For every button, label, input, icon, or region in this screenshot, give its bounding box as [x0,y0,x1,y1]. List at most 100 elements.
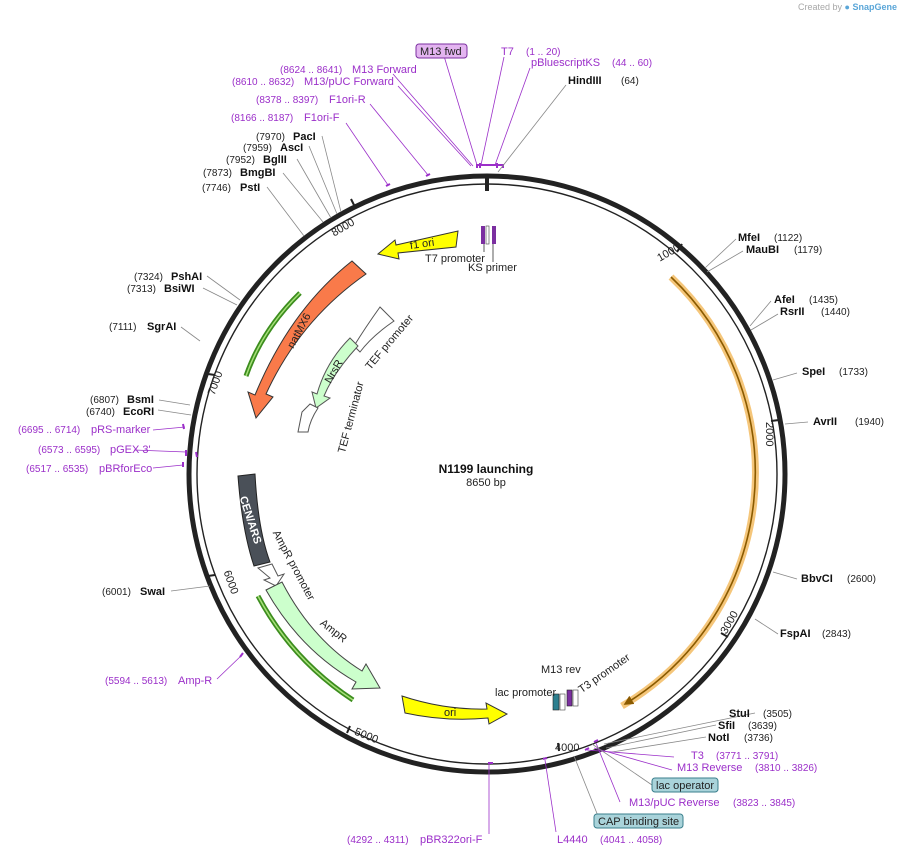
feature-small-2 [485,225,490,245]
enzyme-SwaI-pos: (6001) [102,587,131,598]
feature-green-arc-1-inner [245,292,301,377]
enzyme-StuI-pos: (3505) [763,709,792,720]
enzyme-BbvCI[interactable]: BbvCI [801,573,833,585]
enzyme-BmgBI[interactable]: BmgBI [240,167,275,179]
primer-M13-pUC-Reverse[interactable]: M13/pUC Reverse [629,797,719,809]
primer-pBluescriptKS[interactable]: pBluescriptKS [531,57,600,69]
enzyme-MauBI-pos: (1179) [794,245,822,256]
primer-F1ori-F[interactable]: F1ori-F [304,112,340,124]
feature-f1-ori-label: f1 ori [409,237,435,252]
feature-f1-ori[interactable] [376,230,459,260]
primer-pRS-marker[interactable]: pRS-marker [91,424,151,436]
feature-TEF-promoter[interactable] [353,306,395,353]
primer-M13-pUC-Reverse-range: (3823 .. 3845) [733,798,795,809]
branding-prefix: Created by [797,2,843,12]
primer-pBR322ori-F-range: (4292 .. 4311) [347,835,409,846]
primer-M13-pUC-Forward[interactable]: M13/pUC Forward [304,76,394,88]
enzyme-FspAI[interactable]: FspAI [780,628,811,640]
enzyme-FspAI-pos: (2843) [822,629,851,640]
enzyme-MauBI[interactable]: MauBI [746,244,779,256]
feature-CEN-ARS[interactable] [237,473,271,567]
primer-T7[interactable]: T7 [501,46,514,58]
enzyme-PshAI-pos: (7324) [134,272,163,283]
primer-L4440[interactable]: L4440 [557,834,588,846]
feature-ori[interactable] [401,695,509,725]
enzyme-RsrII-pos: (1440) [821,307,850,318]
primer-pGEX3-range: (6573 .. 6595) [38,445,100,456]
enzyme-BbvCI-pos: (2600) [847,574,876,585]
feature-NrsR-label: NrsR [323,358,346,386]
enzyme-MfeI-pos: (1122) [774,233,802,244]
primer-pBR322ori-F[interactable]: pBR322ori-F [420,834,483,846]
primer-M13-Reverse[interactable]: M13 Reverse [677,762,742,774]
feature-lac-small-4 [572,689,579,707]
enzyme-BsiWI[interactable]: BsiWI [164,283,195,295]
enzyme-PstI[interactable]: PstI [240,182,260,194]
enzyme-BglII[interactable]: BglII [263,154,287,166]
enzyme-SgrAI[interactable]: SgrAI [147,321,176,333]
cap-binding-range: (4041 .. 4058) [600,835,662,846]
snapgene-logo-icon: ● [844,2,850,12]
enzyme-SfiI[interactable]: SfiI [718,720,735,732]
feature-lac-small-2 [559,693,566,711]
feature-AmpR-promoter[interactable] [256,563,286,587]
primer-pBluescriptKS-range: (44 .. 60) [612,58,652,69]
enzyme-AfeI[interactable]: AfeI [774,294,795,306]
primer-pGEX3[interactable]: pGEX 3' [110,444,151,456]
primer-M13-fwd[interactable]: M13 fwd [420,46,462,58]
enzyme-AfeI-pos: (1435) [809,295,838,306]
feature-CAP-binding-site[interactable]: CAP binding site [598,816,679,828]
enzyme-NotI[interactable]: NotI [708,732,729,744]
enzyme-SpeI-pos: (1733) [839,367,868,378]
enzyme-EcoRI[interactable]: EcoRI [123,406,154,418]
tick-label-2000: 2000 [763,422,775,446]
tick-label-4000: 4000 [555,742,579,754]
snapgene-branding: Created by ● SnapGene [798,2,897,12]
enzyme-RsrII[interactable]: RsrII [780,306,804,318]
feature-KS-primer-label: KS primer [468,262,517,274]
enzyme-SwaI[interactable]: SwaI [140,586,165,598]
enzyme-MfeI[interactable]: MfeI [738,232,760,244]
tick-label-1000: 1000 [655,242,682,265]
primer-T7-range: (1 .. 20) [526,47,560,58]
enzyme-PshAI[interactable]: PshAI [171,271,202,283]
feature-lac-operator[interactable]: lac operator [656,780,714,792]
enzyme-SpeI[interactable]: SpeI [802,366,825,378]
feature-T7-promoter-label: T7 promoter [425,253,485,265]
enzyme-SgrAI-pos: (7111) [109,322,136,333]
primer-Amp-R[interactable]: Amp-R [178,675,212,687]
primer-T3[interactable]: T3 [691,750,704,762]
primer-Amp-R-range: (5594 .. 5613) [105,676,167,687]
feature-green-arc-2 [255,594,355,703]
plasmid-length: 8650 bp [466,477,506,489]
enzyme-EcoRI-pos: (6740) [86,407,115,418]
primer-F1ori-R[interactable]: F1ori-R [329,94,366,106]
primer-pRS-marker-range: (6695 .. 6714) [18,425,80,436]
feature-lac-small-3 [566,689,573,707]
enzyme-BglII-pos: (7952) [226,155,255,166]
feature-green-arc-2-inner [257,595,354,701]
enzyme-PacI[interactable]: PacI [293,131,316,143]
feature-AmpR[interactable] [265,581,381,690]
primer-leaders [133,55,675,834]
feature-natMX6[interactable] [247,260,367,420]
feature-small-1 [481,226,485,244]
primer-M13-Forward[interactable]: M13 Forward [352,64,417,76]
enzyme-AscI[interactable]: AscI [280,142,303,154]
primer-M13-Reverse-range: (3810 .. 3826) [755,763,817,774]
backbone-outer [186,173,788,775]
enzyme-HindIII[interactable]: HindIII [568,75,602,87]
enzyme-AvrII[interactable]: AvrII [813,416,837,428]
enzyme-BsmI[interactable]: BsmI [127,394,154,406]
branding-logo-text: SnapGene [852,2,897,12]
enzyme-labels: HindIII (64) MfeI (1122) MauBI (1179) Af… [86,75,884,744]
primer-T3-range: (3771 .. 3791) [716,751,778,762]
primer-M13-pUC-Forward-range: (8610 .. 8632) [232,77,294,88]
enzyme-StuI[interactable]: StuI [729,708,750,720]
feature-TEF-terminator[interactable] [297,403,319,433]
label-box-lac-operator [651,777,719,793]
feature-small-3 [492,226,496,244]
enzyme-BsmI-pos: (6807) [90,395,119,406]
primer-pBRforEco[interactable]: pBRforEco [99,463,152,475]
